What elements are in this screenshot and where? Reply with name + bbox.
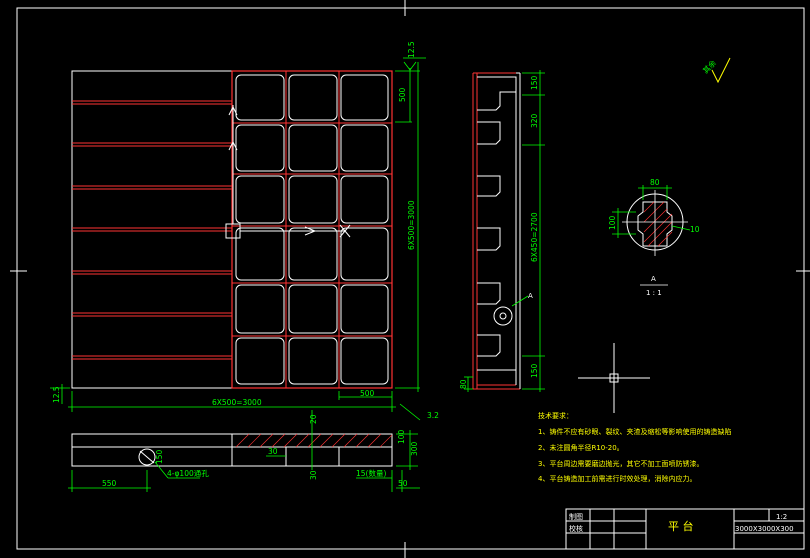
side-elevation: 150 320 6X450=2700 150 80 A (459, 70, 545, 392)
dim-front-550: 550 (102, 479, 117, 488)
detail-hatching (643, 201, 673, 247)
plan-grid-red-lines (232, 71, 392, 388)
dim-sec-150-bot: 150 (530, 363, 539, 378)
roughness-label: 其余 (700, 57, 718, 75)
dim-right-total: 6X500=3000 (407, 200, 416, 250)
dim-bottom-seg: 500 (360, 389, 375, 398)
title-block-name: 平 台 (668, 519, 694, 533)
plan-grid-outer (231, 70, 393, 389)
side-dimension-lines (464, 70, 545, 392)
technical-notes: 技术要求： 1、铸件不应有砂眼、裂纹、夹渣及缩松等影响使用的铸造缺陷 2、未注圆… (538, 411, 731, 483)
drawing-frame (16, 7, 805, 550)
dim-front-r150: 150 (155, 449, 164, 464)
dim-sec-total: 6X450=2700 (530, 212, 539, 262)
side-web (472, 72, 520, 390)
dim-right-top: 500 (398, 87, 407, 102)
note-item-1: 1、铸件不应有砂眼、裂纹、夹渣及缩松等影响使用的铸造缺陷 (538, 427, 731, 436)
dim-side-100: 100 (397, 429, 406, 444)
title-block-spec: 3000X3000X300 (735, 525, 794, 533)
notes-title: 技术要求： (538, 411, 573, 420)
section-label: A (651, 275, 656, 283)
note-item-3: 3、平台周边需要磨边抛光，其它不加工面喷防锈漆。 (538, 459, 703, 468)
plan-dimension-lines (50, 57, 426, 421)
detail-centerlines (622, 190, 688, 256)
dim-sec-320: 320 (530, 113, 539, 128)
dim-detail-r10: 10 (690, 225, 700, 234)
dim-side-20: 20 (309, 414, 318, 424)
dim-side-15: 15(数量) (356, 468, 386, 478)
title-block-scale: 1:2 (776, 513, 787, 521)
plan-grid-cells (235, 74, 389, 385)
dim-side-30b: 30 (309, 470, 318, 480)
detail-section-fill (637, 201, 673, 247)
front-hatching (235, 433, 393, 448)
section-scale: 1 : 1 (646, 289, 662, 297)
ucs-cursor-icon (225, 105, 351, 239)
title-block (565, 508, 805, 550)
dim-side-300: 300 (410, 441, 419, 456)
crosshair-icon (578, 343, 650, 413)
title-block-row1: 制图 (569, 512, 583, 521)
dim-front-holes: 4-φ100通孔 (167, 468, 209, 478)
dim-right-small: 3.2 (427, 411, 439, 420)
front-elevation: 550 150 4-φ100通孔 20 30 30 100 300 15(数量)… (68, 410, 420, 492)
dim-bottom-total: 6X500=3000 (212, 398, 262, 407)
dim-side-30a: 30 (268, 447, 278, 456)
plan-view: 12.5 500 6X500=3000 6X500=3000 500 12.5 … (50, 41, 439, 421)
note-item-2: 2、未注圆角半径R10-20。 (538, 443, 624, 452)
plan-left-strips (72, 100, 232, 360)
dim-left-small: 12.5 (52, 386, 61, 403)
side-ribs (477, 72, 521, 389)
front-body (71, 433, 393, 467)
frame-center-marks (10, 0, 810, 558)
callout-a: A (528, 292, 533, 300)
dim-detail-100: 100 (608, 215, 617, 230)
dim-detail-80: 80 (650, 178, 660, 187)
dim-sec-150-top: 150 (530, 75, 539, 90)
detail-dimension-lines (612, 185, 691, 238)
roughness-symbol: 其余 (700, 57, 731, 84)
section-detail-a: 80 100 10 A 1 : 1 (608, 178, 700, 297)
front-dimension-lines (68, 410, 420, 492)
note-item-4: 4、平台铸造加工前需进行时效处理，消除内应力。 (538, 474, 696, 483)
title-block-row2: 校核 (569, 524, 583, 533)
dim-sec-80: 80 (459, 379, 468, 389)
dim-side-50: 50 (398, 479, 408, 488)
dim-top-gap: 12.5 (407, 41, 416, 58)
